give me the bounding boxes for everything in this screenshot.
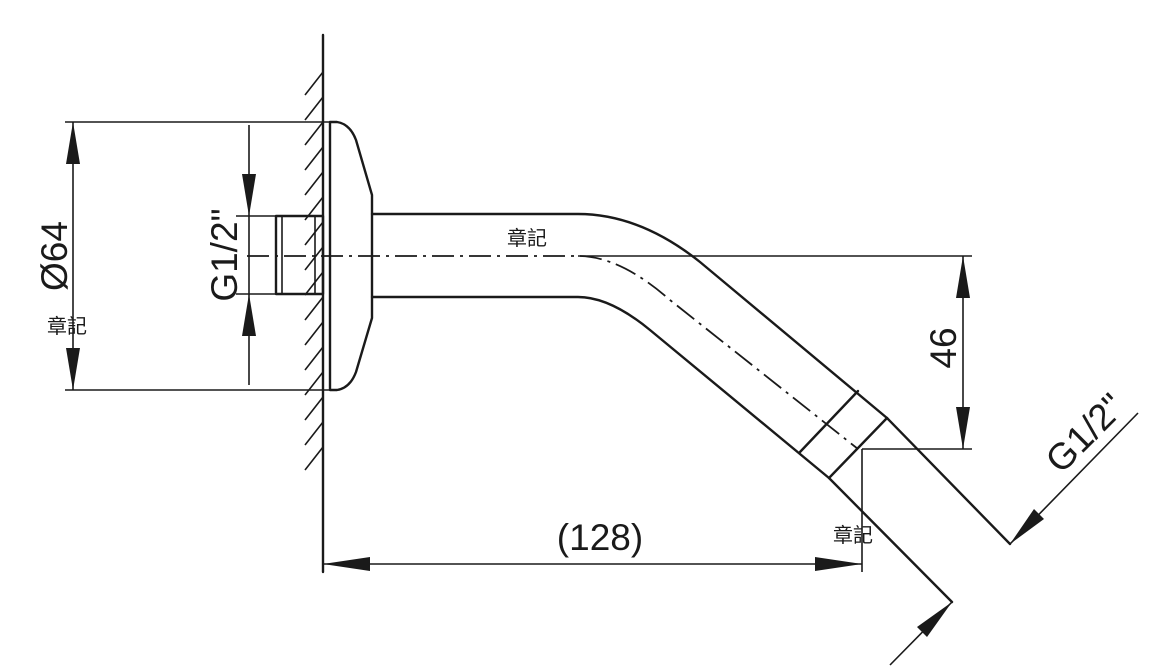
wall: [304, 33, 325, 574]
inlet-thread-dimension: G1/2": [204, 125, 282, 385]
length-label: (128): [557, 517, 643, 558]
left-mark: 章記: [47, 314, 87, 338]
center-mark: 章記: [507, 226, 547, 250]
inlet-thread-label: G1/2": [204, 208, 245, 301]
outlet-mark: 章記: [833, 523, 873, 547]
drop-label: 46: [923, 327, 964, 368]
drop-dimension: 46: [578, 255, 972, 450]
inlet-thread: [274, 214, 325, 296]
shower-arm-pipe: [370, 212, 1012, 604]
outlet-thread-dimension: G1/2": [889, 386, 1139, 666]
wall-hatching: [304, 71, 324, 471]
pipe-centerline: [247, 255, 859, 450]
diameter-label: Ø64: [34, 221, 75, 291]
length-dimension: (128): [323, 449, 863, 572]
diameter-dimension: Ø64: [34, 121, 330, 391]
